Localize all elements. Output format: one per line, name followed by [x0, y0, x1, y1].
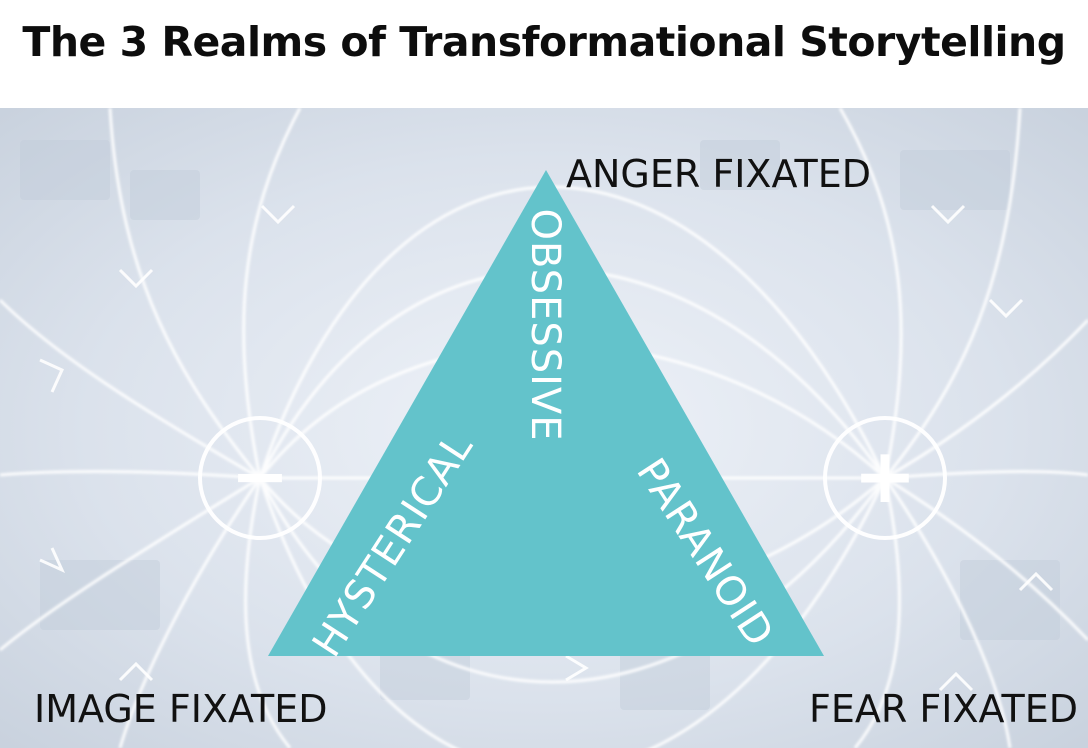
- vertex-label-image-fixated: IMAGE FIXATED: [34, 687, 327, 731]
- negative-charge-symbol: −: [231, 435, 290, 517]
- page-title: The 3 Realms of Transformational Storyte…: [22, 18, 1066, 66]
- positive-charge: +: [823, 416, 947, 540]
- negative-charge: −: [198, 416, 322, 540]
- realms-diagram: − + OBSESSIVE HYSTERICAL PARANOID ANGER …: [0, 108, 1088, 748]
- field-arrows: [39, 204, 1054, 692]
- positive-charge-symbol: +: [853, 431, 917, 520]
- realms-diagram-svg: − + OBSESSIVE HYSTERICAL PARANOID ANGER …: [0, 108, 1088, 748]
- vertex-label-fear-fixated: FEAR FIXATED: [809, 687, 1078, 731]
- vertex-label-anger-fixated: ANGER FIXATED: [566, 152, 871, 196]
- realms-triangle: [268, 170, 824, 656]
- side-label-obsessive: OBSESSIVE: [522, 208, 568, 441]
